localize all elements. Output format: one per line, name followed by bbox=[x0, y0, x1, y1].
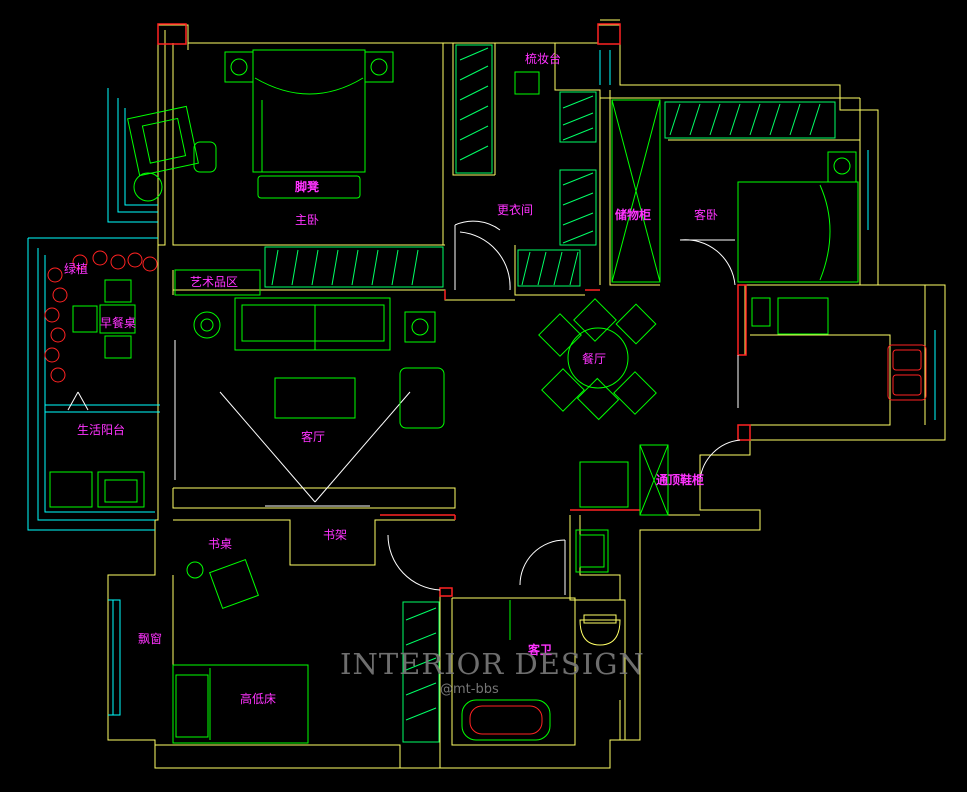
label-guest-bedroom: 客卧 bbox=[694, 208, 719, 222]
windows-balcony bbox=[27, 50, 936, 716]
balcony-door bbox=[67, 391, 89, 411]
label-service-balcony: 生活阳台 bbox=[77, 423, 126, 437]
plant-circles bbox=[44, 250, 158, 383]
tv-viewing-lines bbox=[219, 391, 411, 507]
label-bookshelf: 书架 bbox=[323, 528, 348, 542]
label-bay-window: 飘窗 bbox=[138, 632, 163, 646]
watermark-title: INTERIOR DESIGN bbox=[340, 647, 645, 681]
label-living-room: 客厅 bbox=[301, 430, 326, 444]
doors bbox=[174, 220, 741, 595]
label-storage-cabinet: 储物柜 bbox=[615, 208, 652, 222]
label-green-plants: 绿植 bbox=[64, 262, 89, 276]
label-platform-bed: 高低床 bbox=[240, 692, 277, 706]
label-study-desk: 书桌 bbox=[208, 537, 233, 551]
label-guest-bathroom: 客卫 bbox=[528, 643, 553, 657]
label-foot-stool: 脚凳 bbox=[295, 180, 320, 194]
label-shoe-cabinet: 通顶鞋柜 bbox=[656, 473, 705, 487]
label-art-corner: 艺术品区 bbox=[190, 275, 239, 289]
structural-columns bbox=[157, 23, 751, 597]
wardrobe-hatching bbox=[264, 44, 836, 743]
label-dining-room: 餐厅 bbox=[582, 352, 607, 366]
watermark-handle: @mt-bbs bbox=[440, 682, 499, 697]
label-master-bedroom: 主卧 bbox=[295, 213, 320, 227]
label-breakfast-table: 早餐桌 bbox=[100, 316, 137, 330]
label-dressing-table: 梳妆台 bbox=[525, 52, 562, 66]
furniture bbox=[49, 49, 927, 744]
label-walk-in-closet: 更衣间 bbox=[497, 203, 534, 217]
